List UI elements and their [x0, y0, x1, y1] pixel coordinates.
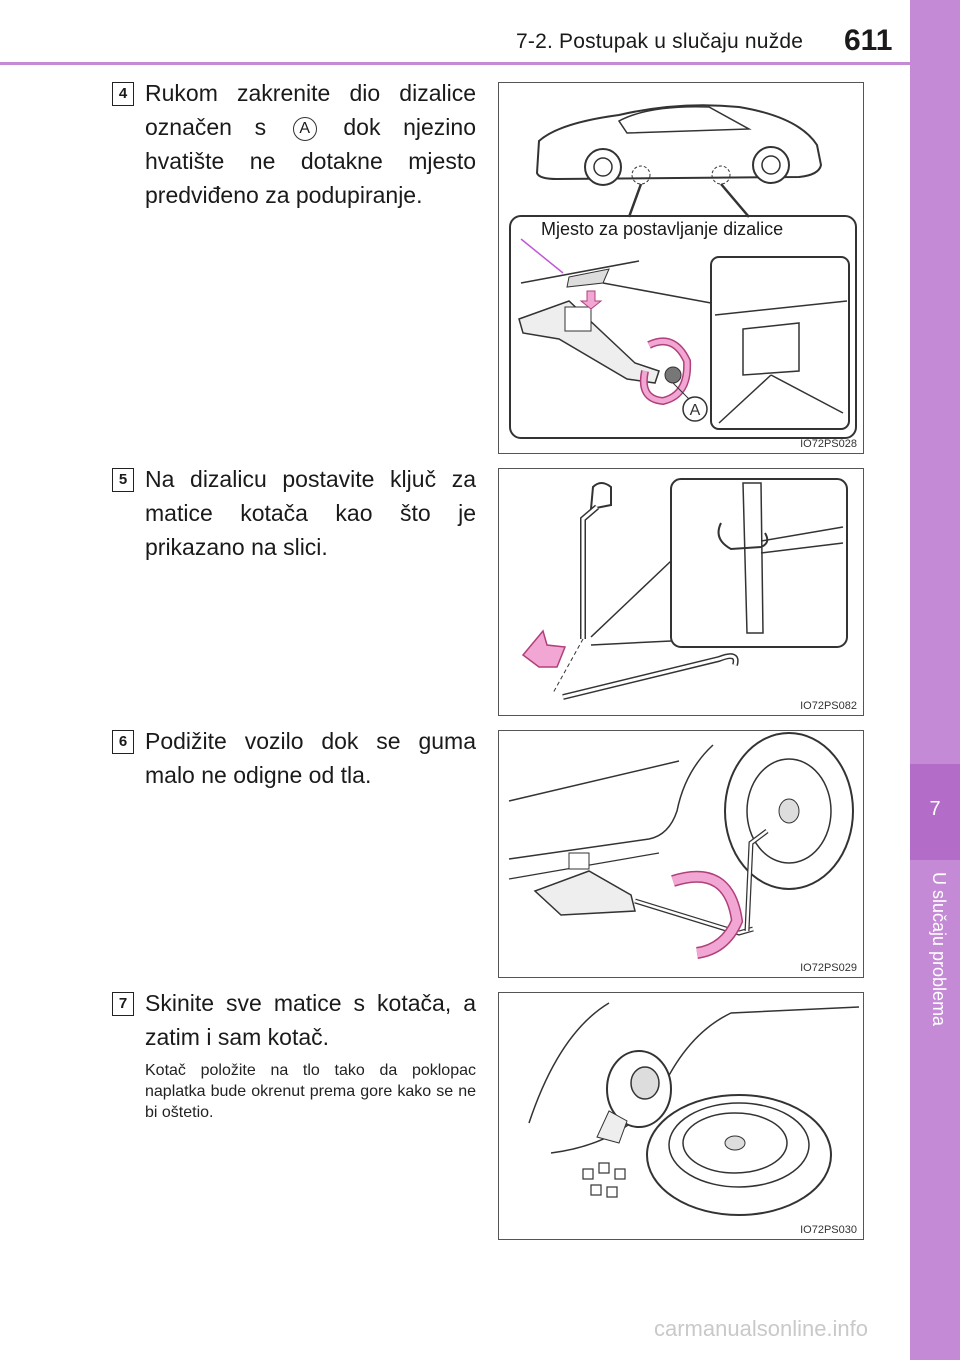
callout-frame: [509, 215, 857, 439]
raise-vehicle-illustration: [508, 732, 854, 959]
step-number-5: 5: [112, 468, 134, 492]
header-divider: [0, 62, 910, 65]
step-4-text-before: Rukom zakrenite dio dizalice označen s: [145, 80, 476, 140]
watermark: carmanualsonline.info: [654, 1316, 869, 1341]
figure-jack-placement: A Mjesto za postavljanje dizalice IO72PS…: [498, 82, 864, 454]
car-body-line: [508, 744, 714, 860]
marker-a: A: [292, 117, 317, 141]
step-7-note: Kotač položite na tlo tako da poklopac n…: [145, 1062, 476, 1121]
insert-arrow: [521, 629, 567, 668]
section-title: 7-2. Postupak u slučaju nužde: [516, 30, 804, 53]
wheel-nuts: [582, 1162, 626, 1198]
remove-wheel-illustration: [528, 1002, 860, 1216]
figure-code: IO72PS028: [800, 438, 857, 450]
jack-placement-illustration: A: [518, 104, 850, 430]
step-number-6: 6: [112, 730, 134, 754]
step-4-text: Rukom zakrenite dio dizalice označen s A…: [145, 76, 476, 212]
chapter-title: U slučaju problema: [929, 872, 949, 1027]
chapter-number: 7: [929, 798, 941, 820]
chapter-tab-highlight: [910, 764, 960, 860]
step-7-text: Skinite sve matice s kotača, a zatim i s…: [145, 990, 476, 1050]
figure-code: IO72PS082: [800, 700, 857, 712]
figure-wrench-on-jack: IO72PS082: [498, 468, 864, 716]
car-windows: [617, 106, 752, 134]
step-4-text-after: dok njezino hvatište ne dotakne mjesto p…: [145, 114, 476, 208]
pointer-line: [520, 238, 564, 274]
wheel-hub: [630, 1066, 660, 1100]
figure-raise-vehicle: IO72PS029: [498, 730, 864, 978]
scissor-jack: [533, 870, 636, 916]
page-number: 611: [844, 24, 893, 57]
jack-point-label: Mjesto za postavljanje dizalice: [539, 219, 786, 240]
figure-marker-a: A: [690, 402, 701, 419]
wrench-illustration: [521, 478, 848, 700]
chapter-side-tab: 7 U slučaju problema: [910, 0, 960, 1360]
marker-a-circle: [682, 396, 708, 422]
rear-wheel: [752, 146, 790, 184]
wrench-socket: [589, 482, 612, 511]
step-number-7: 7: [112, 992, 134, 1016]
step-6-text: Podižite vozilo dok se guma malo ne odig…: [145, 728, 476, 788]
figure-remove-wheel: IO72PS030: [498, 992, 864, 1240]
figure-code: IO72PS029: [800, 962, 857, 974]
step-number-4: 4: [112, 82, 134, 106]
step-5-text: Na dizalicu postavite ključ za matice ko…: [145, 466, 476, 560]
up-arrow: [579, 290, 603, 310]
figure-code: IO72PS030: [800, 1224, 857, 1236]
front-wheel: [584, 148, 622, 186]
